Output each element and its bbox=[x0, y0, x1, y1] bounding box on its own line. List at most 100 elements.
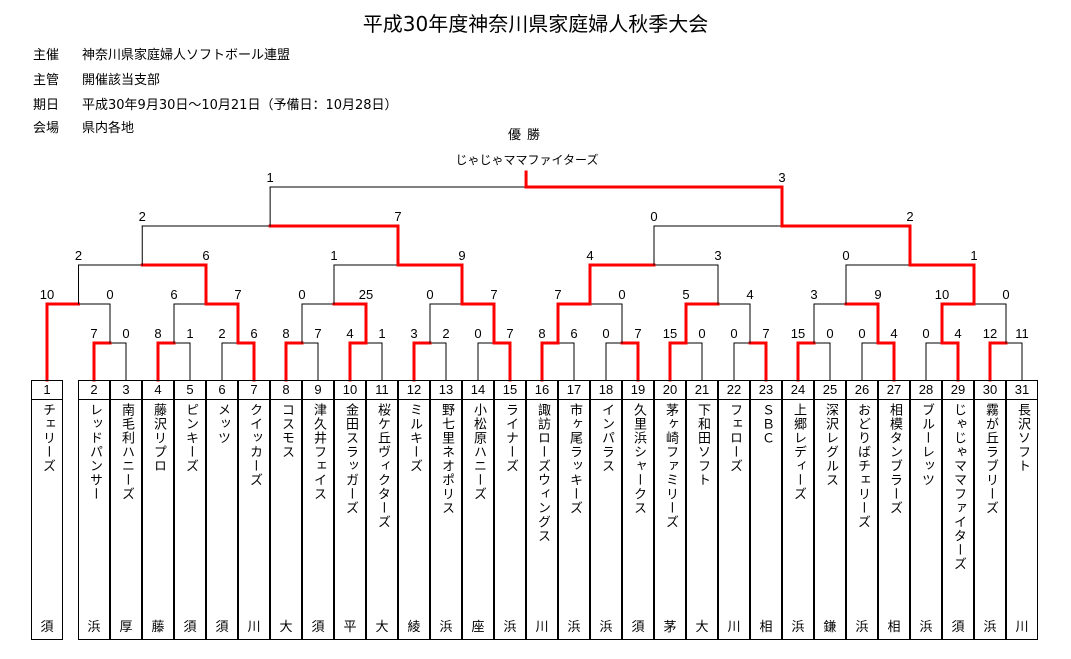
team-name: 久里浜シャークス bbox=[631, 403, 646, 515]
team-number: 25 bbox=[815, 381, 845, 400]
score: 7 bbox=[490, 287, 497, 302]
team-region: 鎌 bbox=[823, 620, 837, 635]
team-column: 9 津久井フェイス須 bbox=[302, 380, 334, 640]
team-region: 川 bbox=[535, 620, 549, 635]
team-region: 大 bbox=[375, 620, 389, 635]
team-number: 9 bbox=[303, 381, 333, 400]
score: 0 bbox=[858, 326, 865, 341]
host-value: 開催該当支部 bbox=[82, 73, 161, 88]
team-name: 茅ヶ崎ファミリーズ bbox=[663, 403, 678, 529]
team-region: 浜 bbox=[599, 620, 613, 635]
team-name: ピンキーズ bbox=[183, 403, 198, 473]
team-number: 31 bbox=[1007, 381, 1037, 400]
score: 3 bbox=[810, 287, 817, 302]
score: 2 bbox=[139, 209, 146, 224]
score: 0 bbox=[298, 287, 305, 302]
score: 4 bbox=[890, 326, 897, 341]
team-number: 1 bbox=[32, 381, 62, 400]
score: 8 bbox=[538, 326, 545, 341]
team-name: 野七里ネオポリス bbox=[439, 403, 454, 515]
team-region: 大 bbox=[695, 620, 709, 635]
score: 9 bbox=[458, 248, 465, 263]
team-region: 藤 bbox=[151, 620, 165, 635]
score: 0 bbox=[922, 326, 929, 341]
team-number: 23 bbox=[751, 381, 781, 400]
team-name: おどりばチェリーズ bbox=[855, 403, 870, 529]
team-number: 8 bbox=[271, 381, 301, 400]
team-region: 浜 bbox=[919, 620, 933, 635]
team-name: 相模タンブラーズ bbox=[887, 403, 902, 515]
organizer-label: 主催 bbox=[33, 48, 60, 63]
score: 2 bbox=[442, 326, 449, 341]
team-name: メッツ bbox=[215, 403, 230, 445]
score: 2 bbox=[75, 248, 82, 263]
team-region: 須 bbox=[311, 620, 325, 635]
score: 0 bbox=[698, 326, 705, 341]
team-number: 5 bbox=[175, 381, 205, 400]
host-label: 主管 bbox=[33, 73, 60, 88]
score: 0 bbox=[1002, 287, 1009, 302]
team-name: チェリーズ bbox=[40, 403, 55, 473]
team-name: 桜ケ丘ヴィクターズ bbox=[375, 403, 390, 529]
team-number: 2 bbox=[79, 381, 109, 400]
team-name: 上郷レディーズ bbox=[791, 403, 806, 501]
score: 0 bbox=[106, 287, 113, 302]
team-name: ミルキーズ bbox=[407, 403, 422, 473]
team-number: 14 bbox=[463, 381, 493, 400]
team-region: 平 bbox=[343, 620, 357, 635]
team-name: 長沢ソフト bbox=[1015, 403, 1030, 473]
team-region: 相 bbox=[887, 620, 901, 635]
team-number: 3 bbox=[111, 381, 141, 400]
date-label: 期日 bbox=[33, 98, 60, 113]
score: 4 bbox=[346, 326, 353, 341]
team-name: 津久井フェイス bbox=[311, 403, 326, 501]
score: 7 bbox=[554, 287, 561, 302]
team-region: 須 bbox=[215, 620, 229, 635]
team-number: 15 bbox=[495, 381, 525, 400]
team-number: 18 bbox=[591, 381, 621, 400]
score: 0 bbox=[618, 287, 625, 302]
score: 4 bbox=[954, 326, 961, 341]
score: 25 bbox=[359, 287, 373, 302]
score: 0 bbox=[122, 326, 129, 341]
team-number: 30 bbox=[975, 381, 1005, 400]
team-name: ライナーズ bbox=[503, 403, 518, 473]
team-name: 諏訪ローズウィングス bbox=[535, 403, 550, 543]
team-name: 南毛利ハニーズ bbox=[119, 403, 134, 501]
team-region: 茅 bbox=[663, 620, 677, 635]
team-region: 座 bbox=[471, 620, 485, 635]
date-value: 平成30年9月30日～10月21日（予備日：10月28日） bbox=[82, 98, 398, 113]
score: 6 bbox=[170, 287, 177, 302]
champion-name: じゃじゃママファイターズ bbox=[455, 153, 599, 167]
team-region: 綾 bbox=[407, 620, 421, 635]
score: 1 bbox=[378, 326, 385, 341]
score: 0 bbox=[426, 287, 433, 302]
team-number: 29 bbox=[943, 381, 973, 400]
score: 7 bbox=[506, 326, 513, 341]
team-region: 須 bbox=[631, 620, 645, 635]
score: 0 bbox=[842, 248, 849, 263]
team-number: 17 bbox=[559, 381, 589, 400]
score: 0 bbox=[650, 209, 657, 224]
team-name: ブルーレッツ bbox=[919, 403, 934, 487]
